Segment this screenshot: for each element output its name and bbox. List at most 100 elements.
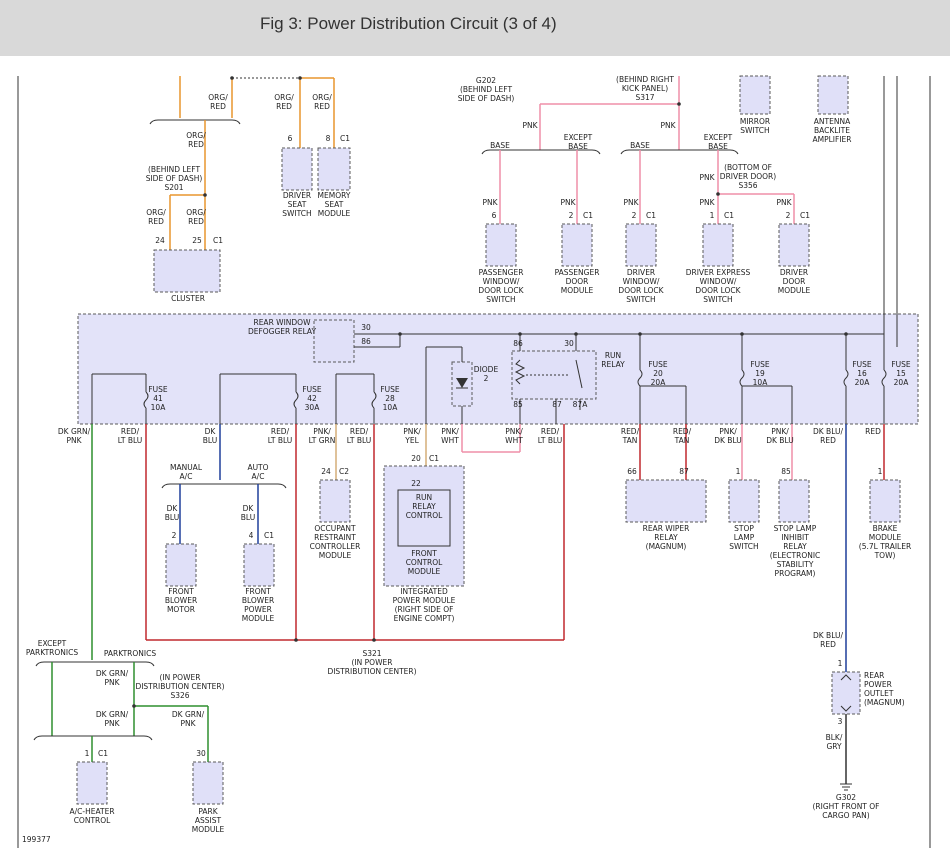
label-line: RED bbox=[188, 217, 204, 226]
bracket-1 bbox=[149, 119, 241, 125]
label-line: 87 bbox=[552, 400, 562, 409]
label-pin-2-ddm: 2 bbox=[786, 211, 791, 220]
label-line: LT BLU bbox=[268, 436, 293, 445]
label-line: PNK bbox=[482, 198, 498, 207]
ground-g302 bbox=[840, 783, 852, 791]
label-pin-2-pdm: 2 bbox=[569, 211, 574, 220]
label-line: 19 bbox=[755, 369, 765, 378]
splice-s321 bbox=[372, 638, 376, 642]
cluster bbox=[153, 249, 221, 293]
label-line: (BOTTOM OF bbox=[724, 163, 772, 172]
label-c1-fbpm: C1 bbox=[264, 531, 274, 540]
label-line: 16 bbox=[857, 369, 867, 378]
label-line: 30 bbox=[196, 749, 206, 758]
label-line: STOP bbox=[734, 524, 754, 533]
integrated-power-module bbox=[383, 465, 465, 587]
label-line: RED/ bbox=[621, 427, 640, 436]
label-line: RED/ bbox=[350, 427, 369, 436]
label-parktronics: PARKTRONICS bbox=[104, 649, 156, 658]
label-line: LAMP bbox=[734, 533, 755, 542]
label-pnk-dw: PNK bbox=[623, 198, 639, 207]
bracket-base-1 bbox=[481, 149, 601, 155]
label-line: FUSE bbox=[648, 360, 668, 369]
label-line: (RIGHT SIDE OF bbox=[395, 605, 454, 614]
fuse-42 bbox=[293, 391, 299, 409]
label-line: AMPLIFIER bbox=[813, 135, 852, 144]
label-line: 85 bbox=[513, 400, 523, 409]
label-line: MODULE bbox=[192, 825, 225, 834]
label-w-red-ltblu-4: RED/LT BLU bbox=[538, 427, 563, 445]
label-line: S317 bbox=[635, 93, 654, 102]
stop-lamp-inhibit-relay bbox=[778, 479, 810, 523]
fuse-19 bbox=[739, 369, 745, 387]
label-line: PARK bbox=[198, 807, 218, 816]
label-line: 10A bbox=[383, 403, 399, 412]
label-line: 24 bbox=[155, 236, 165, 245]
label-w-red-ltblu-2: RED/LT BLU bbox=[268, 427, 293, 445]
bus-dot bbox=[740, 332, 744, 336]
passenger-window-switch bbox=[485, 223, 517, 267]
label-c1-dw: C1 bbox=[646, 211, 656, 220]
label-line: INTEGRATED bbox=[400, 587, 448, 596]
label-line: LT GRN bbox=[309, 436, 336, 445]
label-line: 66 bbox=[627, 467, 637, 476]
label-line: WINDOW/ bbox=[623, 277, 660, 286]
splice-dot bbox=[230, 76, 234, 80]
label-line: 2 bbox=[569, 211, 574, 220]
label-line: 8 bbox=[326, 134, 331, 143]
label-line: S201 bbox=[164, 183, 183, 192]
label-line: DK GRN/ bbox=[172, 710, 205, 719]
label-line: AUTO bbox=[247, 463, 268, 472]
splice-s326 bbox=[132, 704, 136, 708]
label-line: TAN bbox=[622, 436, 638, 445]
label-line: PNK/ bbox=[505, 427, 523, 436]
label-line: 24 bbox=[321, 467, 331, 476]
label-line: 1 bbox=[85, 749, 90, 758]
label-line: RED bbox=[148, 217, 164, 226]
label-line: RELAY bbox=[601, 360, 625, 369]
label-line: MODULE bbox=[408, 567, 441, 576]
label-line: ORG/ bbox=[274, 93, 294, 102]
label-line: RELAY bbox=[783, 542, 807, 551]
label-line: BASE bbox=[490, 141, 510, 150]
label-line: (IN POWER bbox=[160, 673, 201, 682]
label-line: RED/ bbox=[541, 427, 560, 436]
label-line: ASSIST bbox=[195, 816, 222, 825]
label-line: C2 bbox=[339, 467, 349, 476]
label-line: PARKTRONICS bbox=[26, 648, 78, 657]
splice-s201 bbox=[203, 193, 207, 197]
label-line: 1 bbox=[736, 467, 741, 476]
label-org-red-msm: ORG/RED bbox=[312, 93, 332, 111]
label-line: BRAKE bbox=[873, 524, 898, 533]
label-w-dkblu-red: DK BLU/RED bbox=[813, 427, 844, 445]
front-blower-motor bbox=[165, 543, 197, 587]
label-line: EXCEPT bbox=[704, 133, 733, 142]
driver-express-window-switch bbox=[702, 223, 734, 267]
label-line: GRY bbox=[826, 742, 842, 751]
label-pin-4-fbpm: 4 bbox=[249, 531, 254, 540]
label-w-pnk-ltgrn: PNK/LT GRN bbox=[309, 427, 336, 445]
label-line: RED/ bbox=[121, 427, 140, 436]
label-line: LT BLU bbox=[118, 436, 143, 445]
label-line: PROGRAM) bbox=[775, 569, 816, 578]
label-line: CONTROL bbox=[406, 558, 443, 567]
label-line: 10A bbox=[753, 378, 769, 387]
label-pin-66: 66 bbox=[627, 467, 637, 476]
fuse-16 bbox=[843, 369, 849, 387]
label-pin-22-ipm: 22 bbox=[411, 479, 421, 488]
label-line: BLU bbox=[165, 513, 179, 522]
label-pin-6-pw: 6 bbox=[492, 211, 497, 220]
label-line: SWITCH bbox=[282, 209, 311, 218]
label-line: CARGO PAN) bbox=[822, 811, 869, 820]
